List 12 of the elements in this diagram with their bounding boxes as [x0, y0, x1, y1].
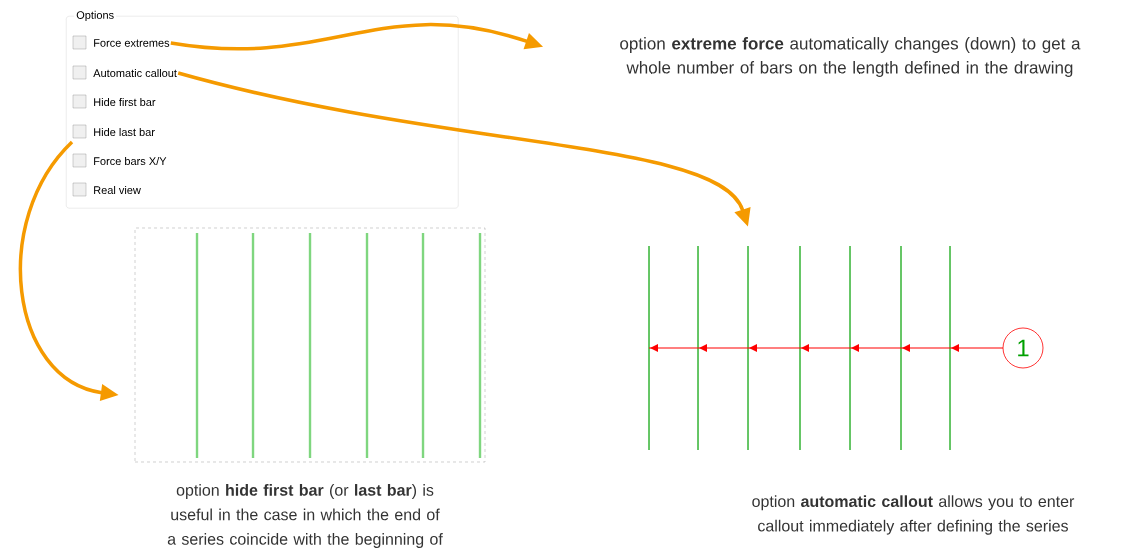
- checkbox-label: Real view: [94, 185, 141, 195]
- checkbox-label: Force bars X/Y: [94, 156, 167, 166]
- caption-text: option hide first bar (or last bar) is useful in the case in which the end of a series coincide with the beginning of: [167, 484, 443, 548]
- checkbox-label: Hide last bar: [94, 127, 155, 137]
- checkbox-label: Hide first bar: [94, 97, 156, 107]
- callout-number: 1: [1002, 327, 1044, 369]
- checkbox-label: Force extremes: [94, 39, 170, 47]
- description-text: option extreme force automatically changes (down) to get a whole number of bars on the length defined in the drawing: [620, 37, 1081, 77]
- callout-series-drawing: [648, 245, 1004, 451]
- bar-series-drawing: [134, 227, 486, 463]
- checkbox-label: Automatic callout: [93, 68, 177, 78]
- caption-text: option automatic callout allows you to enter callout immediately after defining the series: [752, 495, 1075, 535]
